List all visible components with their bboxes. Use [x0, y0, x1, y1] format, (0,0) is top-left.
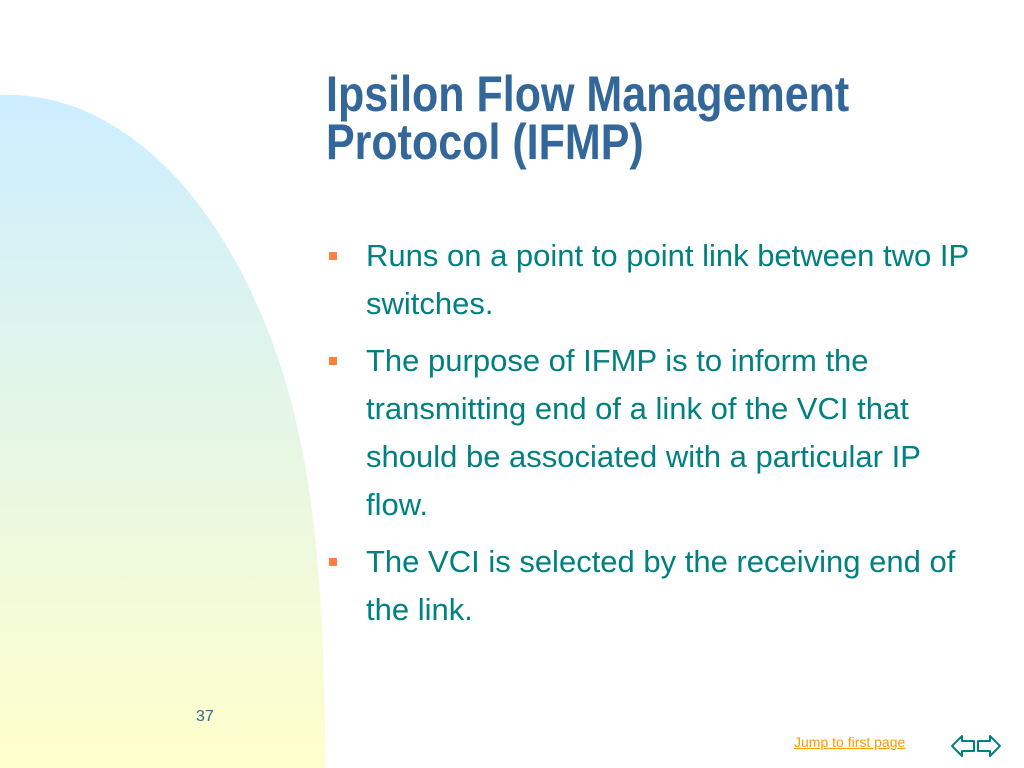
bullet-list: Runs on a point to point link between tw… [326, 232, 986, 643]
left-arrow-icon[interactable] [950, 730, 976, 762]
page-number: 37 [196, 708, 214, 725]
slide-title: Ipsilon Flow Management Protocol (IFMP) [326, 66, 894, 170]
jump-to-first-page-link[interactable]: Jump to first page [794, 734, 906, 750]
bullet-square-icon [329, 252, 337, 260]
bullet-item: The VCI is selected by the receiving end… [326, 538, 986, 634]
bullet-item: The purpose of IFMP is to inform the tra… [326, 337, 986, 529]
right-arrow-icon[interactable] [976, 730, 1002, 762]
title-line-1: Ipsilon Flow Management [326, 66, 850, 122]
bullet-square-icon [329, 357, 337, 365]
navigation-arrows [950, 730, 1002, 762]
bullet-text: Runs on a point to point link between tw… [366, 238, 969, 321]
bullet-text: The purpose of IFMP is to inform the tra… [366, 343, 921, 522]
title-line-2: Protocol (IFMP) [326, 114, 644, 170]
bullet-item: Runs on a point to point link between tw… [326, 232, 986, 328]
bullet-square-icon [329, 558, 337, 566]
bullet-text: The VCI is selected by the receiving end… [366, 544, 956, 627]
